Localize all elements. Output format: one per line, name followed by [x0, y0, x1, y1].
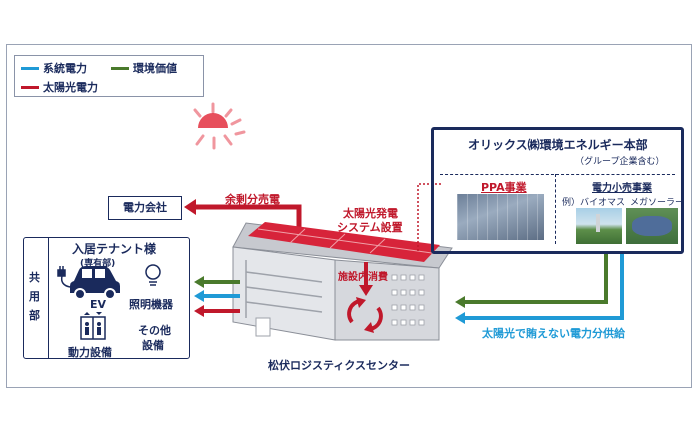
- biomass-label: バイオマス: [580, 198, 626, 208]
- building-name: 松伏ロジスティクスセンター: [268, 359, 411, 372]
- other-equipment-line1: その他: [138, 324, 171, 337]
- legend-grid-label: 系統電力: [43, 62, 87, 75]
- biomass-plant-image: [576, 208, 622, 244]
- supply-label: 太陽光で賄えない電力分供給: [482, 327, 625, 340]
- onsite-consumption-label: 施設内消費: [338, 272, 388, 283]
- solar-system-line1: 太陽光発電: [343, 207, 398, 220]
- elevator-icon: [80, 312, 106, 340]
- surplus-arrow: [184, 199, 302, 228]
- legend: 系統電力 環境価値 太陽光電力: [14, 55, 204, 97]
- ppa-solar-panel-image: [457, 194, 544, 240]
- example-label: 例）: [562, 198, 581, 208]
- power-company-box: 電力会社: [108, 196, 182, 220]
- tenant-title: 入居テナント様: [72, 242, 157, 256]
- ev-label: EV: [90, 298, 107, 311]
- light-bulb-icon: [145, 264, 161, 286]
- legend-solar: 太陽光電力: [21, 79, 98, 95]
- legend-grid-swatch: [21, 66, 39, 70]
- tenant-subtitle: (専有部): [80, 259, 116, 269]
- legend-solar-label: 太陽光電力: [43, 81, 98, 94]
- orix-vertical-divider: [555, 174, 556, 244]
- other-equipment-line2: 設備: [142, 339, 164, 352]
- common-area-char-3: 部: [29, 309, 40, 322]
- orix-subtitle: （グループ企業含む）: [575, 157, 665, 167]
- retail-label: 電力小売事業: [592, 183, 652, 194]
- ev-car-icon: [70, 266, 120, 300]
- mega-solar-image: [626, 208, 678, 244]
- orix-dashed-divider: [440, 174, 675, 175]
- common-area-char-2: 用: [29, 290, 40, 303]
- solar-system-line2: システム設置: [337, 221, 403, 234]
- orix-title: オリックス㈱環境エネルギー本部: [468, 138, 648, 152]
- ppa-label: PPA事業: [481, 181, 527, 194]
- roof-down-arrow: [359, 262, 373, 296]
- tenant-supply-arrows: [194, 276, 240, 317]
- legend-env-swatch: [111, 66, 129, 70]
- surplus-label: 余剰分売電: [225, 193, 280, 206]
- diagram-frame: [6, 44, 692, 388]
- tenant-divider: [48, 238, 49, 358]
- legend-grid: 系統電力: [21, 60, 87, 76]
- legend-env: 環境価値: [111, 60, 177, 76]
- mega-solar-label: メガソーラー: [630, 198, 685, 208]
- legend-env-label: 環境価値: [133, 62, 177, 75]
- power-equipment-label: 動力設備: [68, 346, 112, 359]
- plug-icon: [57, 266, 71, 288]
- orix-supply-arrows: [455, 254, 624, 324]
- legend-solar-swatch: [21, 85, 39, 89]
- lighting-label: 照明機器: [129, 298, 173, 311]
- tenant-box: [23, 237, 190, 359]
- building-illustration: [232, 222, 453, 341]
- sun-icon: [193, 102, 246, 150]
- orix-box: [431, 127, 684, 254]
- common-area-char-1: 共: [29, 271, 40, 284]
- ppa-connector: [417, 183, 441, 252]
